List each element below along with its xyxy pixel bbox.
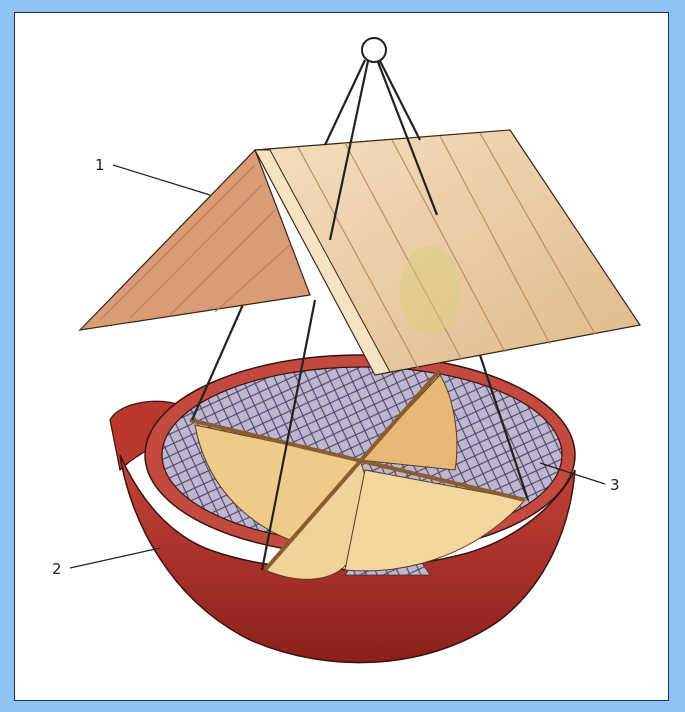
hanging-wires-lower — [190, 299, 530, 571]
callout-2-label: 2 — [52, 560, 62, 578]
hanging-ring — [324, 37, 439, 241]
callout-2: 2 — [52, 547, 161, 578]
callout-3-label: 3 — [610, 476, 620, 494]
divider-cross — [189, 368, 526, 580]
roof — [78, 129, 642, 376]
callout-3: 3 — [539, 462, 620, 494]
callout-1: 1 — [95, 156, 211, 196]
callout-1-label: 1 — [95, 156, 105, 174]
